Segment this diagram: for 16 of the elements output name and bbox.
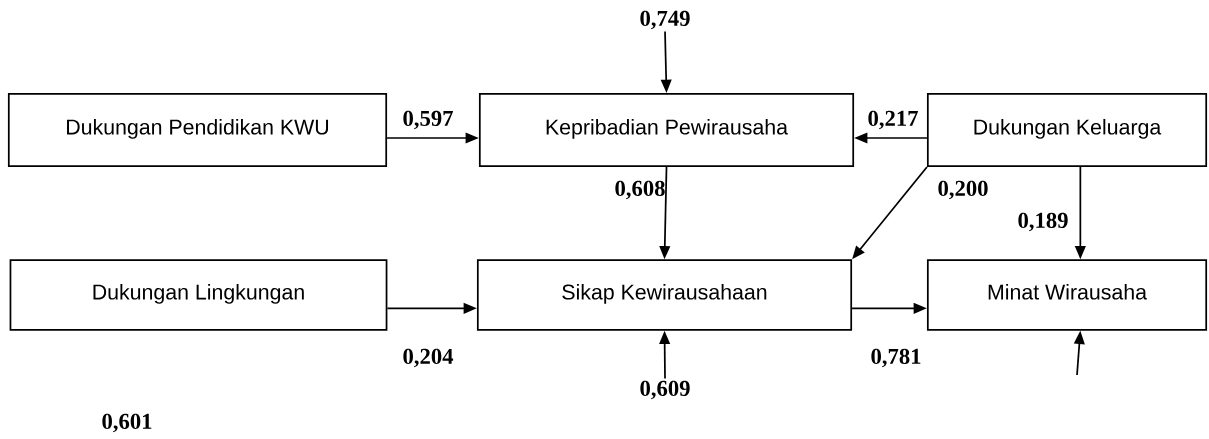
edge-label: 0,608: [615, 180, 665, 200]
edge-label: 0,204: [403, 348, 454, 368]
coefficient-value: 0,749: [640, 10, 690, 30]
edge-label: 0,781: [871, 348, 921, 368]
edge-label: 0,217: [868, 110, 918, 130]
edge-label: 0,200: [938, 180, 988, 200]
process-box: Kepribadian Pewirausaha: [478, 93, 855, 167]
process-box: Sikap Kewirausahaan: [476, 259, 853, 331]
process-box: Minat Wirausaha: [926, 259, 1208, 331]
edge-label: 0,189: [1018, 212, 1068, 232]
edge-label: 0,597: [403, 110, 453, 130]
coefficient-value: 0,609: [640, 380, 690, 400]
process-box: Dukungan Lingkungan: [9, 259, 388, 331]
coefficient-value: 0,601: [102, 413, 152, 433]
process-box: Dukungan Keluarga: [926, 93, 1208, 167]
process-box: Dukungan Pendidikan KWU: [7, 93, 388, 167]
